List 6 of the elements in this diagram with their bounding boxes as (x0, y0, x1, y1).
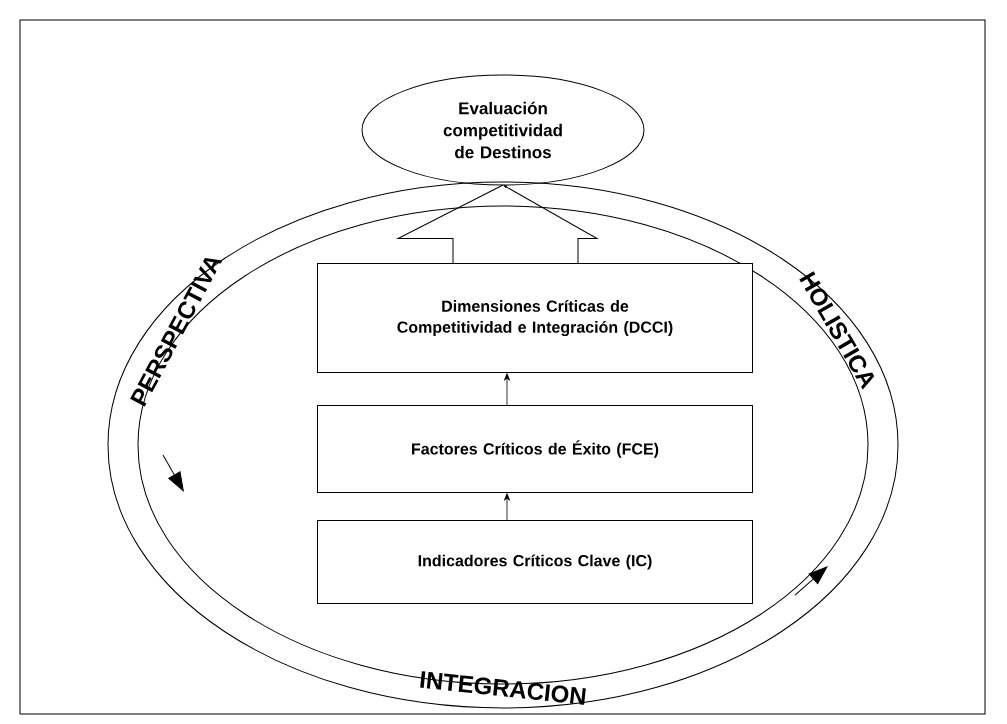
arrow (504, 373, 510, 406)
process-box: Dimensiones Críticas de Competitividad e Integración (DCCI) (317, 263, 753, 373)
arrow (504, 493, 510, 521)
process-box: Factores Críticos de Éxito (FCE) (317, 405, 753, 493)
block-arrow (397, 184, 598, 264)
process-box: Indicadores Críticos Clave (IC) (317, 520, 753, 604)
